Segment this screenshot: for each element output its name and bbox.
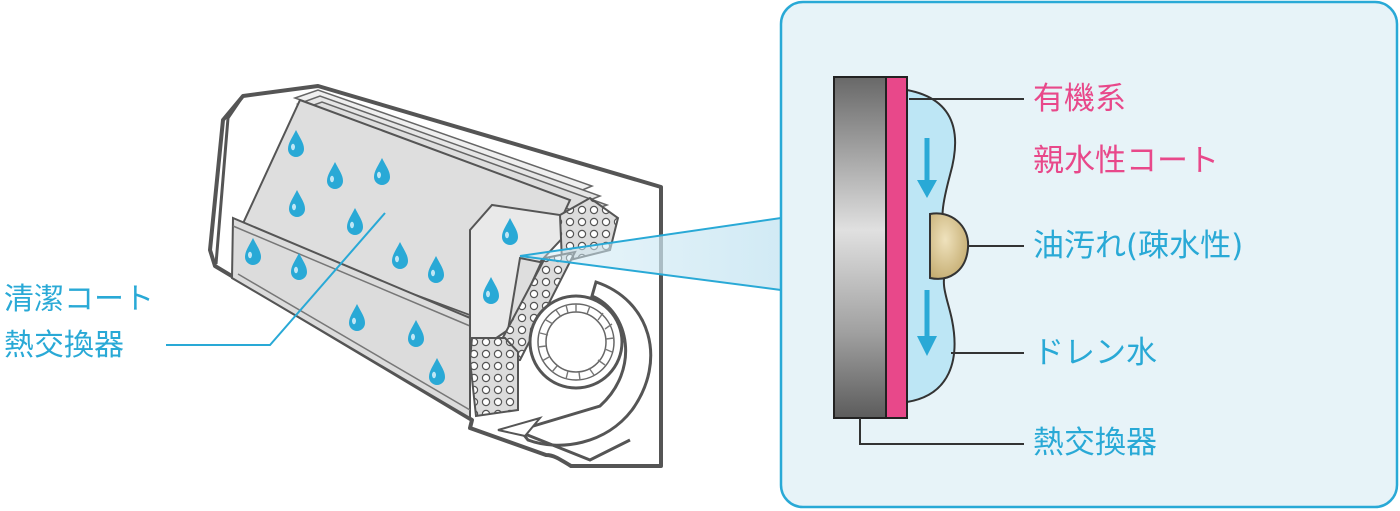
label-organic: 有機系 — [1033, 81, 1126, 117]
magnified-panel — [779, 0, 1399, 509]
label-drain-water: ドレン水 — [1033, 335, 1157, 371]
arrow-down-icon — [917, 138, 937, 198]
fan-scroll — [517, 280, 653, 447]
perforated-coil-lower — [468, 337, 519, 418]
label-clean-coat: 清潔コート — [4, 282, 154, 317]
label-hydrophilic-coat: 親水性コート — [1033, 143, 1219, 179]
oil-stain — [929, 212, 970, 280]
zoom-callout-beam — [520, 218, 781, 290]
hydrophilic-coat-layer — [885, 76, 908, 419]
label-oil-stain: 油汚れ(疎水性) — [1033, 228, 1244, 264]
label-heat-exchanger-right: 熱交換器 — [1033, 425, 1157, 461]
arrow-down-icon — [917, 290, 937, 356]
heat-exchanger-block — [833, 76, 887, 419]
leader-heat-exchanger — [859, 418, 1024, 445]
label-heat-exchanger-left: 熱交換器 — [4, 328, 124, 363]
left-label-leader — [166, 212, 386, 346]
fan-icon — [528, 294, 624, 390]
air-conditioner-illustration — [166, 84, 663, 468]
